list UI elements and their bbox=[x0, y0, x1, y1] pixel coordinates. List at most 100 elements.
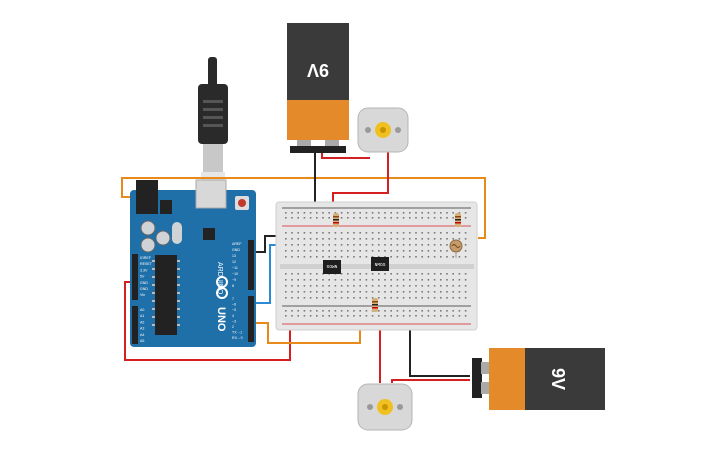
breadboard-hole bbox=[421, 285, 423, 287]
breadboard-hole bbox=[446, 256, 448, 258]
breadboard-hole bbox=[384, 273, 386, 275]
breadboard-hole bbox=[371, 217, 374, 219]
breadboard-hole bbox=[446, 273, 448, 275]
breadboard-hole bbox=[433, 232, 436, 234]
breadboard-hole bbox=[340, 279, 343, 281]
breadboard-hole bbox=[291, 212, 293, 214]
breadboard-hole bbox=[285, 256, 287, 258]
breadboard-hole bbox=[297, 217, 299, 219]
breadboard-hole bbox=[316, 310, 318, 312]
breadboard-hole bbox=[402, 232, 405, 234]
breadboard-hole bbox=[421, 244, 423, 246]
breadboard-hole bbox=[402, 256, 405, 258]
breadboard-hole bbox=[415, 232, 417, 234]
breadboard-hole bbox=[421, 310, 423, 312]
breadboard-hole bbox=[464, 232, 467, 234]
breadboard-hole bbox=[409, 285, 411, 287]
breadboard-hole bbox=[359, 250, 361, 252]
breadboard-hole bbox=[340, 232, 343, 234]
battery-bottom[interactable]: 9V bbox=[472, 348, 605, 410]
breadboard-hole bbox=[316, 291, 318, 293]
breadboard-hole bbox=[291, 285, 293, 287]
breadboard-hole bbox=[433, 315, 436, 317]
breadboard-hole bbox=[309, 244, 312, 246]
breadboard-hole bbox=[309, 291, 312, 293]
breadboard-hole bbox=[365, 217, 368, 219]
breadboard-hole bbox=[316, 232, 318, 234]
breadboard-hole bbox=[316, 273, 318, 275]
breadboard-hole bbox=[365, 285, 368, 287]
battery-bottom-label: 9V bbox=[548, 368, 568, 390]
breadboard-hole bbox=[291, 310, 293, 312]
breadboard-hole bbox=[297, 232, 299, 234]
breadboard-hole bbox=[359, 238, 361, 240]
breadboard-hole bbox=[322, 212, 324, 214]
breadboard-hole bbox=[458, 315, 461, 317]
breadboard-hole bbox=[433, 291, 436, 293]
breadboard-hole bbox=[464, 250, 467, 252]
breadboard-hole bbox=[359, 217, 361, 219]
breadboard-hole bbox=[303, 217, 306, 219]
breadboard-hole bbox=[340, 244, 343, 246]
nmos-transistor-2[interactable]: NMOS bbox=[371, 257, 389, 271]
breadboard-hole bbox=[390, 256, 392, 258]
breadboard-hole bbox=[359, 279, 361, 281]
breadboard-hole bbox=[452, 285, 454, 287]
breadboard-hole bbox=[353, 291, 355, 293]
breadboard-hole bbox=[297, 291, 299, 293]
digital-pin-label: ~11 bbox=[232, 266, 238, 270]
breadboard-hole bbox=[353, 256, 355, 258]
breadboard-hole bbox=[297, 250, 299, 252]
breadboard-hole bbox=[328, 315, 330, 317]
breadboard-hole bbox=[433, 297, 436, 299]
breadboard-hole bbox=[371, 250, 374, 252]
analog-pin-label: A1 bbox=[140, 314, 144, 318]
breadboard-hole bbox=[440, 279, 442, 281]
breadboard-hole bbox=[409, 217, 411, 219]
breadboard-hole bbox=[396, 310, 399, 312]
breadboard-hole bbox=[396, 244, 399, 246]
power-pin-label: RESET bbox=[140, 262, 153, 266]
breadboard-hole bbox=[353, 297, 355, 299]
breadboard-hole bbox=[303, 250, 306, 252]
power-pin-label: IOREF bbox=[140, 256, 152, 260]
power-pin-label: 5V bbox=[140, 275, 145, 279]
breadboard-hole bbox=[427, 310, 430, 312]
battery-top[interactable]: 9V bbox=[287, 23, 349, 153]
breadboard-hole bbox=[322, 315, 324, 317]
breadboard-hole bbox=[328, 285, 330, 287]
breadboard-hole bbox=[433, 250, 436, 252]
breadboard-hole bbox=[421, 217, 423, 219]
breadboard-hole bbox=[452, 232, 454, 234]
dc-motor-icon[interactable] bbox=[357, 383, 413, 431]
breadboard-hole bbox=[409, 244, 411, 246]
breadboard-hole bbox=[378, 212, 380, 214]
nmos-label-2: NMOS bbox=[375, 262, 386, 268]
breadboard-hole bbox=[297, 244, 299, 246]
breadboard-hole bbox=[452, 315, 454, 317]
breadboard-hole bbox=[334, 238, 337, 240]
breadboard-hole bbox=[309, 212, 312, 214]
breadboard-hole bbox=[303, 212, 306, 214]
breadboard-hole bbox=[303, 256, 306, 258]
breadboard-hole bbox=[365, 310, 368, 312]
breadboard-hole bbox=[409, 279, 411, 281]
breadboard-hole bbox=[340, 212, 343, 214]
breadboard-hole bbox=[396, 212, 399, 214]
breadboard-hole bbox=[464, 285, 467, 287]
digital-pin-label: TX→1 bbox=[232, 331, 242, 335]
breadboard-hole bbox=[334, 297, 337, 299]
breadboard-hole bbox=[303, 315, 306, 317]
breadboard-hole bbox=[371, 244, 374, 246]
breadboard-hole bbox=[427, 273, 430, 275]
wire-black-bottom bbox=[409, 318, 470, 377]
nmos-transistor-1[interactable]: NMOS bbox=[323, 260, 341, 274]
breadboard-hole bbox=[359, 232, 361, 234]
wire-orange-top bbox=[121, 177, 486, 239]
dc-motor-icon[interactable] bbox=[357, 107, 409, 153]
breadboard-hole bbox=[384, 310, 386, 312]
breadboard-hole bbox=[340, 238, 343, 240]
breadboard-hole bbox=[402, 279, 405, 281]
